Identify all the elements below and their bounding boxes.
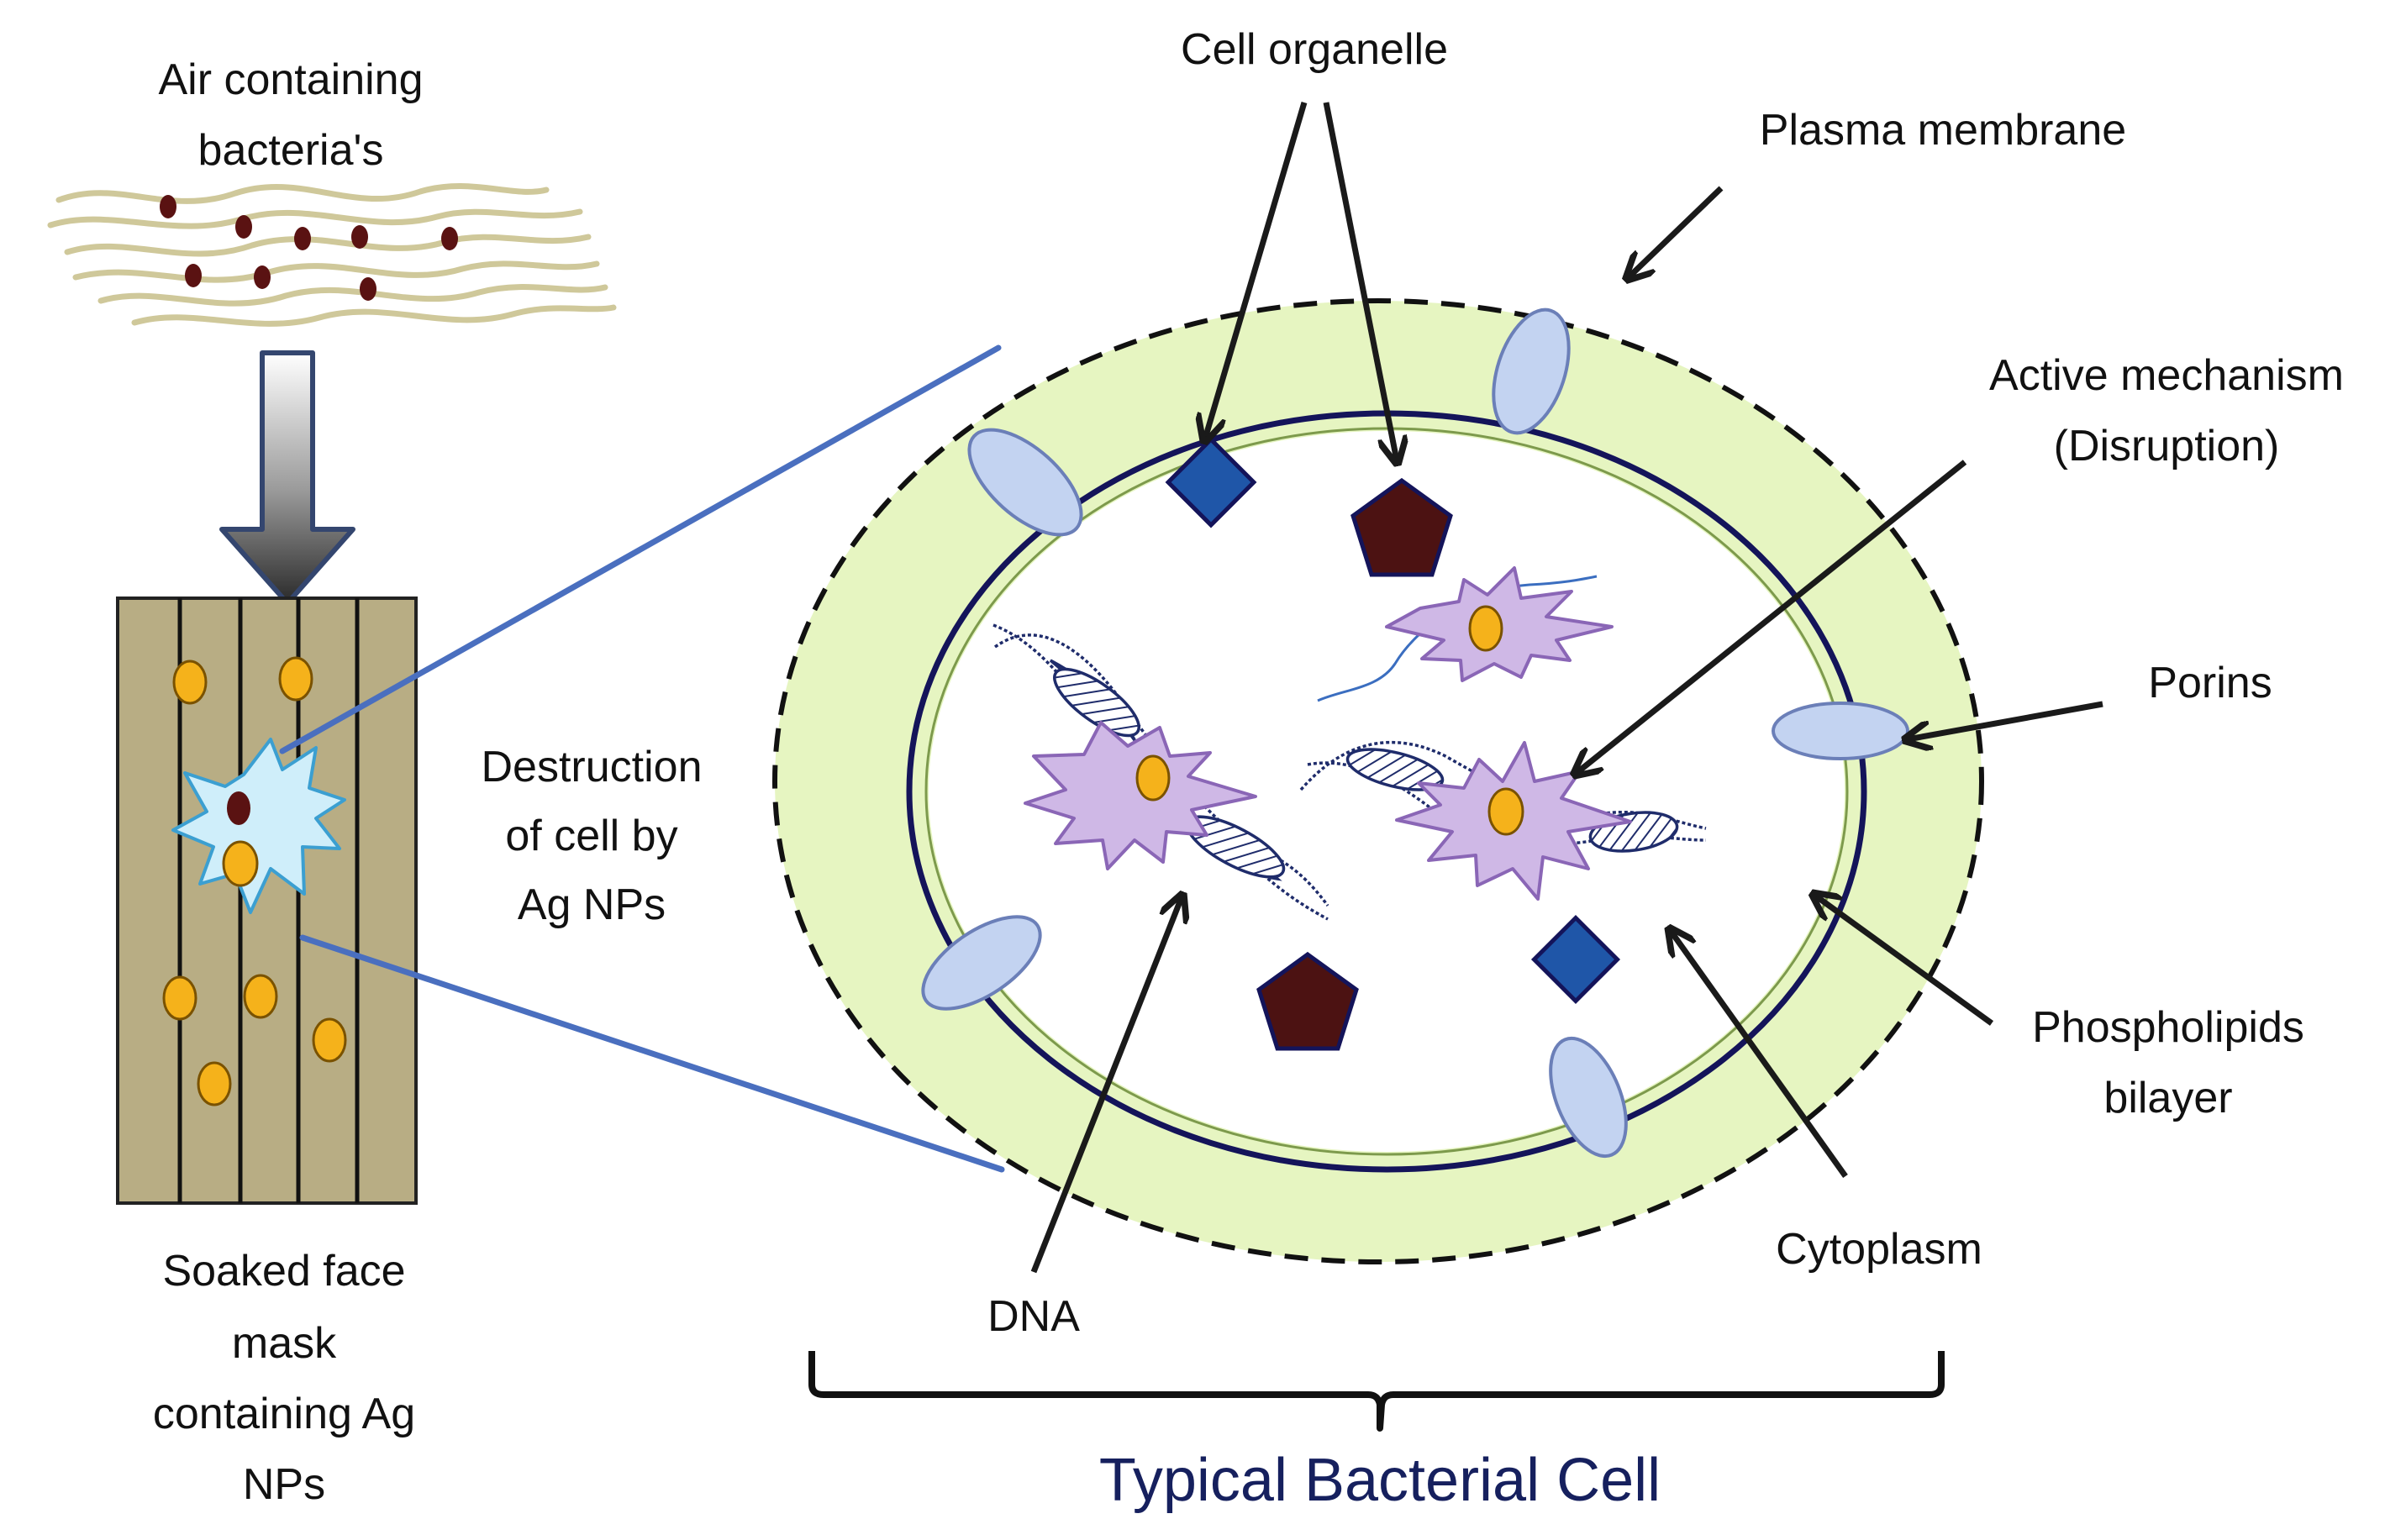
porins — [921, 307, 1909, 1159]
label-mask-line1: Soaked face — [162, 1247, 405, 1296]
label-mask-line4: NPs — [243, 1460, 325, 1509]
label-destruction-line1: Destruction — [482, 743, 703, 791]
face-mask — [116, 597, 418, 1205]
ag-np — [1487, 787, 1524, 836]
ag-np — [162, 975, 197, 1021]
label-air-line2: bacteria's — [198, 126, 384, 175]
arrow-dna — [1030, 897, 1182, 1274]
porin-icon — [1772, 702, 1909, 760]
bacteria-dots — [160, 195, 458, 301]
porin-icon — [1549, 1036, 1628, 1159]
ag-np — [222, 840, 259, 887]
bacterium — [360, 277, 376, 301]
arrow-plasma-membrane — [1629, 186, 1724, 277]
label-porins: Porins — [2148, 659, 2272, 707]
label-cytoplasm: Cytoplasm — [1776, 1225, 1982, 1274]
mask-body — [116, 597, 418, 1205]
air-fibers — [47, 183, 617, 327]
star-bacterium — [1024, 721, 1257, 870]
arrow-active-mechanism — [1577, 460, 1967, 773]
ag-np — [243, 974, 278, 1019]
porin-icon — [967, 428, 1083, 537]
organelles — [1165, 436, 1621, 1051]
cytoplasm — [929, 431, 1845, 1152]
bacterium — [254, 265, 271, 289]
bacterium — [351, 225, 368, 249]
ag-np — [278, 656, 313, 702]
dna-strand-left — [992, 623, 1329, 921]
zoom-leader-lines — [279, 344, 1005, 1173]
labels: Air containing bacteria's Soaked face ma… — [153, 25, 2344, 1514]
ag-np — [197, 1061, 232, 1106]
leader-line-bottom — [299, 934, 1005, 1173]
arrow-phospholipids — [1815, 896, 1994, 1026]
arrow-cell-organelle-right — [1323, 102, 1397, 460]
bacterium — [294, 227, 311, 250]
bacterial-cell — [772, 298, 1984, 1264]
arrow-cell-organelle-left — [1205, 102, 1308, 439]
organelle-diamond — [1165, 436, 1257, 528]
porin-icon — [921, 915, 1042, 1011]
label-destruction-line3: Ag NPs — [518, 880, 666, 929]
pointer-arrows — [1030, 102, 2103, 1274]
leader-line-top — [279, 344, 1002, 754]
organelle-pentagon — [1350, 477, 1453, 577]
label-cell-organelle: Cell organelle — [1181, 25, 1448, 74]
bacterium — [227, 791, 250, 825]
air-with-bacteria — [47, 183, 617, 327]
label-dna: DNA — [987, 1292, 1080, 1341]
organelle-pentagon — [1256, 951, 1359, 1051]
porin-icon — [1492, 307, 1571, 435]
phospholipid-inner-layer — [924, 427, 1849, 1156]
bacterium — [160, 195, 176, 218]
ag-np — [312, 1017, 347, 1063]
bacterium — [235, 215, 252, 239]
down-arrow-icon — [219, 350, 355, 606]
dna-icon — [992, 575, 1707, 921]
label-mask-line2: mask — [232, 1319, 337, 1368]
label-typical-bacterial-cell: Typical Bacterial Cell — [1099, 1447, 1661, 1514]
ag-np — [172, 660, 208, 705]
label-phospholipids-line1: Phospholipids — [2032, 1003, 2304, 1052]
label-air-line1: Air containing — [158, 55, 423, 104]
arrow-cytoplasm — [1671, 931, 1848, 1179]
organelle-diamond — [1530, 914, 1621, 1005]
label-plasma-membrane: Plasma membrane — [1760, 106, 2126, 155]
label-destruction-line2: of cell by — [505, 812, 677, 860]
ag-np — [1468, 605, 1503, 652]
label-mask-line3: containing Ag — [153, 1390, 415, 1438]
bacterium — [441, 227, 458, 250]
ag-nanoparticles — [162, 656, 347, 1106]
ag-np — [1135, 754, 1171, 802]
burst-icon — [171, 738, 346, 914]
label-phospholipids-line2: bilayer — [2103, 1074, 2232, 1122]
label-active-mechanism-line2: (Disruption) — [2054, 422, 2280, 470]
cell-brace — [808, 1351, 1945, 1432]
label-active-mechanism-line1: Active mechanism — [1989, 351, 2344, 400]
bacterium — [185, 264, 202, 287]
bacteria-ag-nps — [1135, 605, 1524, 836]
arrow-porins — [1908, 701, 2103, 739]
